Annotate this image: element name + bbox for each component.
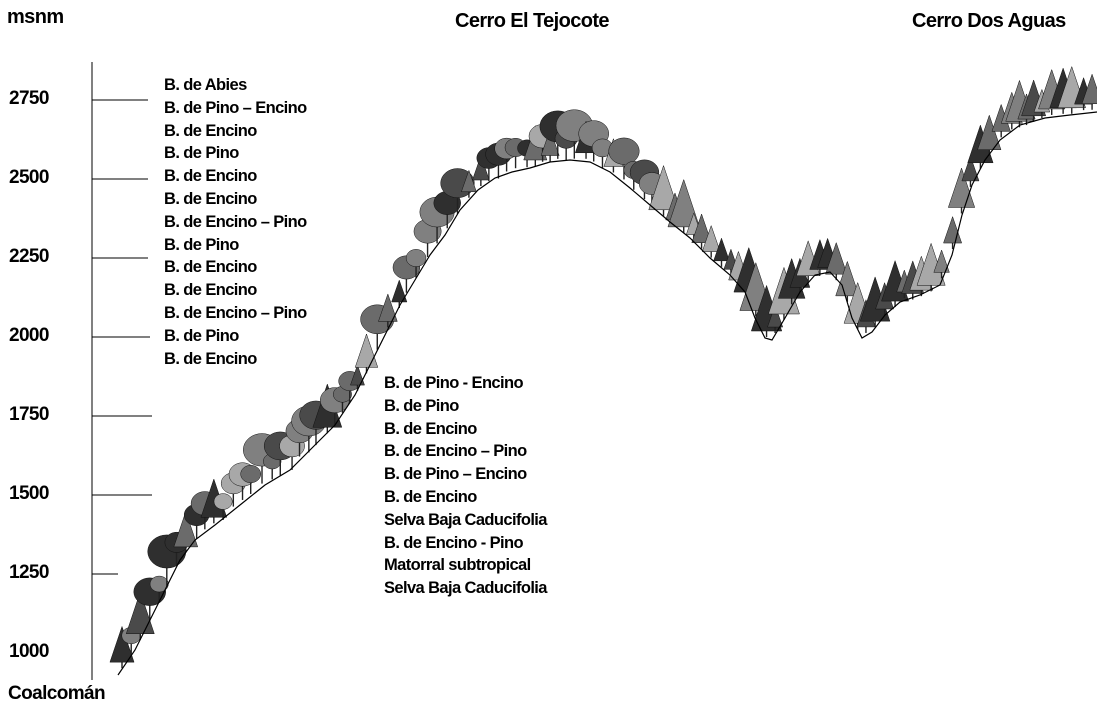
forest-vegetation bbox=[109, 65, 1097, 669]
vegetation-type-label: B. de Encino bbox=[164, 281, 257, 300]
vegetation-type-label: B. de Pino – Encino bbox=[384, 465, 527, 484]
vegetation-type-label: B. de Pino bbox=[384, 396, 459, 415]
pine-tree-icon bbox=[125, 591, 155, 640]
pine-tree-icon bbox=[109, 625, 135, 669]
vegetation-type-label: Matorral subtropical bbox=[384, 556, 531, 575]
vegetation-type-label: B. de Pino bbox=[164, 235, 239, 254]
vegetation-type-label: B. de Encino – Pino bbox=[164, 212, 307, 231]
vegetation-type-label: B. de Encino – Pino bbox=[164, 303, 307, 322]
vegetation-type-label: B. de Pino bbox=[164, 326, 239, 345]
vegetation-type-label: B. de Encino bbox=[384, 487, 477, 506]
vegetation-type-label: B. de Encino bbox=[164, 121, 257, 140]
vegetation-type-label: B. de Encino bbox=[164, 349, 257, 368]
pine-tree-icon bbox=[943, 215, 963, 250]
pine-tree-icon bbox=[1081, 73, 1097, 110]
vegetation-type-label: B. de Encino bbox=[164, 167, 257, 186]
elevation-tick-label: 1500 bbox=[9, 483, 49, 504]
pine-tree-icon bbox=[977, 114, 1002, 156]
pine-tree-icon bbox=[961, 155, 980, 187]
elevation-tick-label: 1000 bbox=[9, 641, 49, 662]
pine-tree-icon bbox=[391, 279, 408, 308]
pine-tree-icon bbox=[648, 164, 679, 216]
elevation-tick-label: 2250 bbox=[9, 246, 49, 267]
vegetation-list-upper: B. de Abies B. de Pino – Encino B. de Enci… bbox=[164, 74, 307, 370]
elevation-unit-label: msnm bbox=[7, 6, 64, 28]
vegetation-type-label: B. de Encino bbox=[164, 258, 257, 277]
origin-town-label: Coalcomán bbox=[8, 683, 106, 704]
elevation-tick-marks bbox=[92, 99, 152, 575]
pine-tree-icon bbox=[713, 237, 730, 267]
elevation-tick-label: 1750 bbox=[9, 404, 49, 425]
vegetation-type-label: B. de Abies bbox=[164, 76, 247, 94]
vegetation-type-label: Selva Baja Caducifolia bbox=[384, 510, 547, 529]
pine-tree-icon bbox=[691, 213, 712, 249]
terrain-profile-line bbox=[117, 111, 1097, 676]
pine-tree-icon bbox=[354, 333, 379, 374]
vegetation-type-label: B. de Encino - Pino bbox=[384, 533, 524, 552]
vegetation-type-label: B. de Pino - Encino bbox=[384, 374, 524, 392]
vegetation-type-label: B. de Encino – Pino bbox=[384, 442, 527, 461]
broadleaf-tree-icon bbox=[405, 249, 427, 278]
pine-tree-icon bbox=[767, 304, 784, 334]
vegetation-type-label: B. de Encino bbox=[164, 189, 257, 208]
pine-tree-icon bbox=[701, 224, 721, 258]
pine-tree-icon bbox=[667, 178, 700, 233]
pine-tree-icon bbox=[825, 241, 848, 281]
broadleaf-tree-icon bbox=[240, 465, 262, 494]
vegetation-list-lower: B. de Pino - Encino B. de Pino B. de Encin… bbox=[384, 372, 547, 600]
elevation-tick-label: 2750 bbox=[9, 88, 49, 109]
pine-tree-icon bbox=[540, 128, 560, 162]
elevation-tick-label: 1250 bbox=[9, 562, 49, 583]
pine-tree-icon bbox=[173, 510, 199, 553]
elevation-tick-label: 2500 bbox=[9, 167, 49, 188]
vegetation-type-label: Selva Baja Caducifolia bbox=[384, 579, 547, 598]
peak-label-tejocote: Cerro El Tejocote bbox=[455, 10, 610, 32]
pine-tree-icon bbox=[933, 249, 950, 279]
elevation-tick-label: 2000 bbox=[9, 325, 49, 346]
vegetation-type-label: B. de Pino bbox=[164, 144, 239, 163]
vegetation-type-label: B. de Pino – Encino bbox=[164, 98, 307, 117]
pine-tree-icon bbox=[835, 260, 860, 302]
pine-tree-icon bbox=[378, 293, 398, 328]
peak-label-dos-aguas: Cerro Dos Aguas bbox=[912, 10, 1066, 32]
vegetation-type-label: B. de Encino bbox=[384, 419, 477, 438]
pine-tree-icon bbox=[461, 169, 477, 198]
